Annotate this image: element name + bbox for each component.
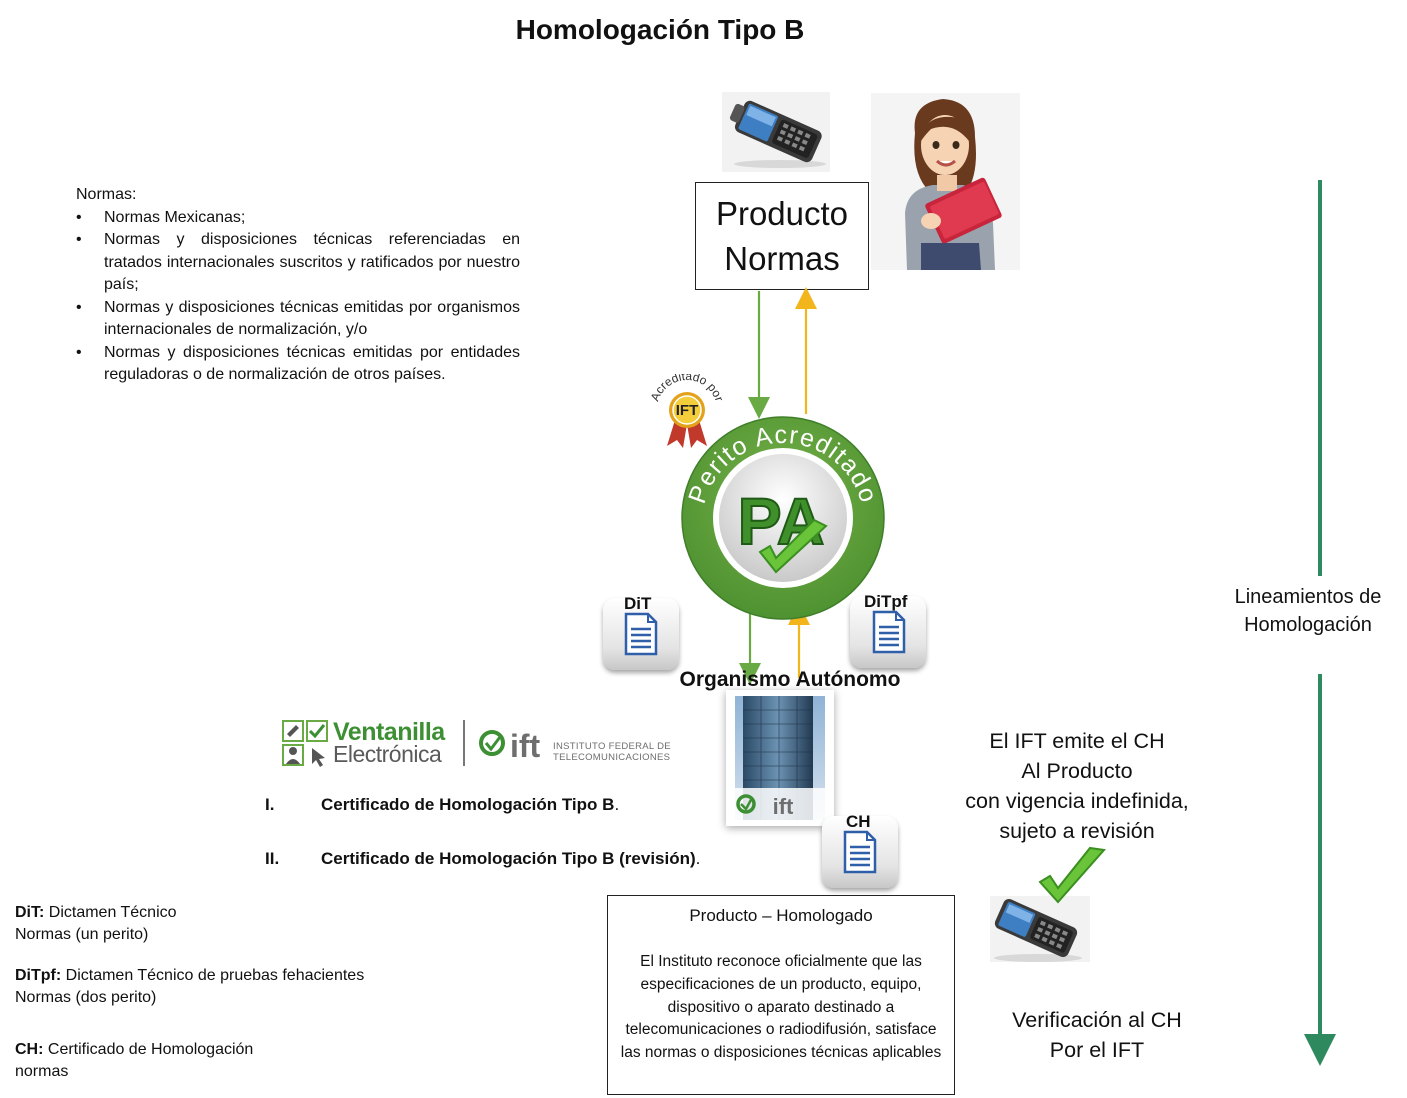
page-title: Homologación Tipo B: [515, 14, 805, 45]
definition-dit: DiT: Dictamen Técnico Normas (un perito): [15, 904, 177, 943]
dit-label: DiT: [624, 594, 652, 613]
lineamientos-text: Lineamientos de Homologación: [1234, 586, 1382, 636]
ift-emite-text: El IFT emite el CH Al Producto con vigen…: [965, 729, 1189, 843]
ventanilla-logo-icon: [282, 720, 328, 767]
building-photo: ift: [735, 696, 825, 820]
ventanilla-text: Ventanilla: [333, 718, 445, 746]
ift-full-name: INSTITUTO FEDERAL DE TELECOMUNICACIONES: [553, 741, 671, 763]
normas-item: Normas y disposiciones técnicas emitidas…: [76, 297, 520, 342]
normas-list: Normas: Normas Mexicanas; Normas y dispo…: [76, 184, 520, 387]
ditpf-label: DiTpf: [864, 592, 908, 611]
logo-divider: [463, 720, 465, 766]
cert-item: Certificado de Homologación Tipo B.: [321, 795, 620, 814]
pa-center-text: PA: [738, 484, 825, 558]
electronica-text: Electrónica: [333, 741, 442, 767]
verificacion-text: Verificación al CH Por el IFT: [1012, 1008, 1182, 1062]
homologated-phone-icon: [990, 846, 1106, 962]
building-ift-logo: ift: [773, 794, 794, 819]
normas-heading: Normas:: [76, 186, 137, 203]
woman-illustration: [871, 93, 1020, 270]
normas-item: Normas Mexicanas;: [76, 207, 520, 230]
cert-item: Certificado de Homologación Tipo B (revi…: [321, 849, 701, 868]
cert-number: I.: [265, 795, 275, 814]
normas-item: Normas y disposiciones técnicas referenc…: [76, 229, 520, 297]
producto-homologado-text: El Instituto reconoce oficialmente que l…: [620, 953, 942, 1062]
checkmark-icon: [758, 518, 828, 574]
perito-acreditado-seal: Perito Acreditado PA: [681, 416, 885, 620]
cert-number: II.: [265, 849, 280, 868]
definition-ch: CH: Certificado de Homologación normas: [15, 1041, 254, 1080]
normas-item: Normas y disposiciones técnicas emitidas…: [76, 342, 520, 387]
ift-logo-icon: [479, 730, 505, 756]
checkmark-icon: [1038, 846, 1106, 904]
definition-ditpf: DiTpf: Dictamen Técnico de pruebas fehac…: [15, 967, 365, 1006]
document-icon: [872, 610, 906, 654]
acreditado-badge-icon: IFT Acreditado por: [648, 374, 726, 448]
producto-homologado-box: [607, 895, 955, 1095]
badge-center-text: IFT: [676, 402, 699, 419]
normas-label: Normas: [724, 240, 840, 277]
organismo-autonomo-label: Organismo Autónomo: [679, 668, 901, 691]
producto-normas-box: Producto Normas: [695, 182, 869, 290]
document-icon: [624, 612, 658, 656]
producto-homologado-title: Producto – Homologado: [689, 906, 873, 925]
ift-logo-text: ift: [510, 728, 541, 764]
producto-label: Producto: [715, 195, 849, 232]
document-icon: [843, 830, 877, 874]
ch-label: CH: [846, 812, 871, 831]
normas-items: Normas Mexicanas; Normas y disposiciones…: [76, 207, 520, 387]
mobile-phone-icon: [722, 92, 830, 172]
